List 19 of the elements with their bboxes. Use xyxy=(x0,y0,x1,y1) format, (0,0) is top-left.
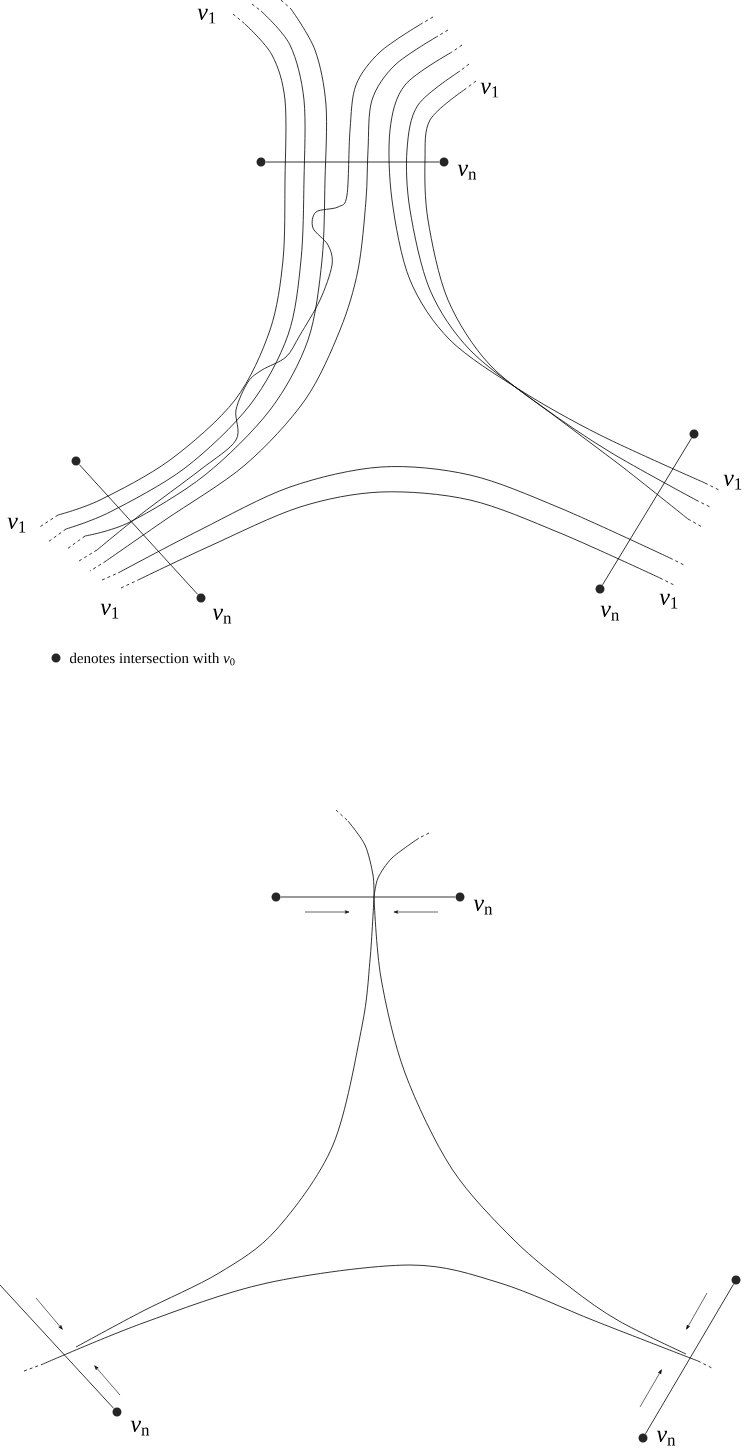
point-label: v$_{n}$ xyxy=(656,1430,676,1446)
line-segment xyxy=(280,896,456,898)
line-segment xyxy=(602,437,692,586)
point-label: v$_{n}$ xyxy=(212,608,232,624)
line-segment xyxy=(0,1284,115,1409)
point-label: v$_{n}$ xyxy=(600,605,619,621)
curve-label: v$_{1}$ xyxy=(7,517,26,533)
point-label: v$_{n}$ xyxy=(457,164,477,180)
curve-label: v$_{1}$ xyxy=(480,82,499,98)
legend-text: denotes intersection with v$_{0}$ xyxy=(69,652,235,666)
curve-label: v$_{1}$ xyxy=(197,8,216,24)
point-label: v$_{n}$ xyxy=(473,899,493,915)
line-segment xyxy=(78,464,199,595)
line-segment xyxy=(645,1283,734,1435)
line-segment xyxy=(265,161,440,163)
point-label: v$_{n}$ xyxy=(130,1420,150,1436)
curve-label: v$_{1}$ xyxy=(659,593,678,609)
curve-label: v$_{1}$ xyxy=(100,603,119,619)
curve-label: v$_{1}$ xyxy=(723,474,742,490)
